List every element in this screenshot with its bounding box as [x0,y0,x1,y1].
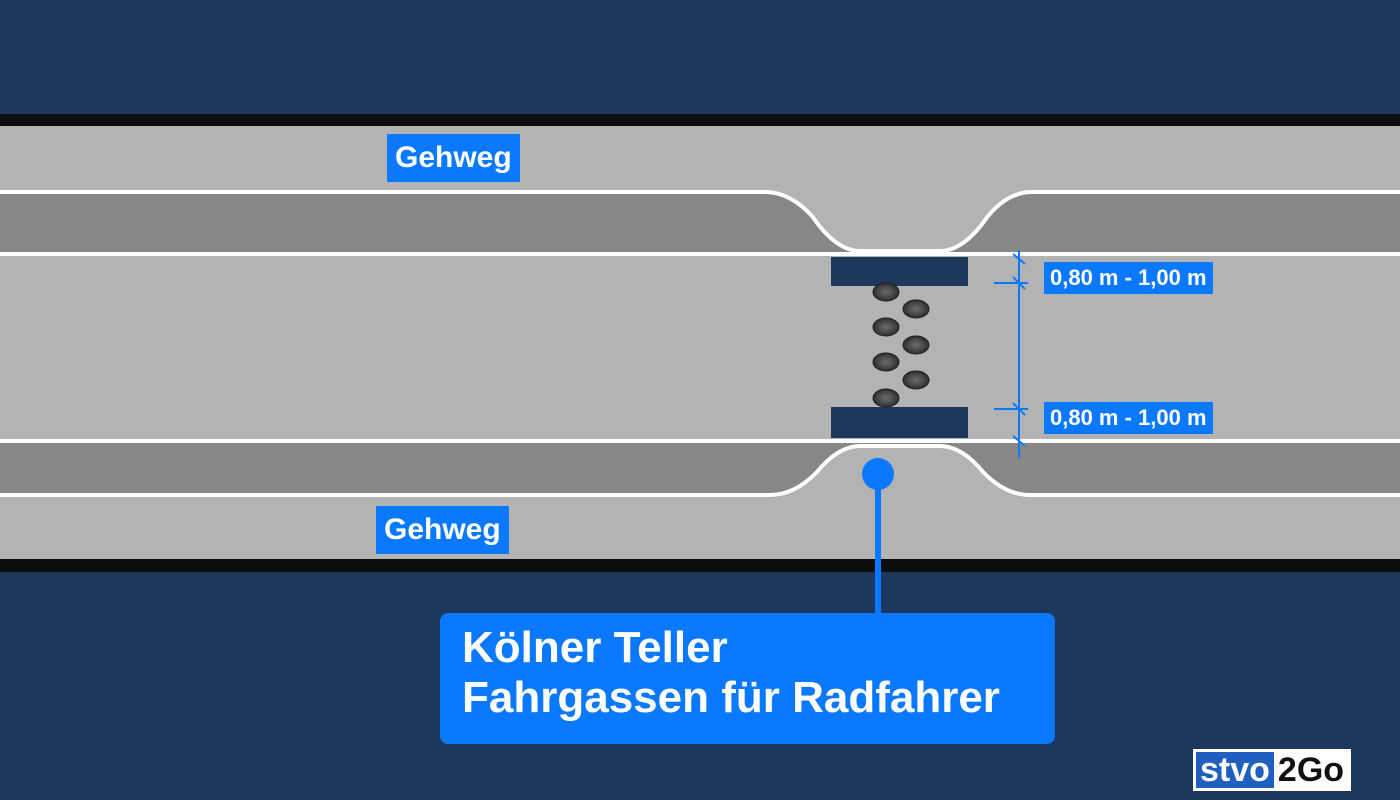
callout-title: Kölner Teller [462,623,728,672]
koelner-teller-icon [872,388,900,408]
koelner-teller-icon [872,282,900,302]
barrier-bottom [831,407,968,438]
koelner-teller-icon [872,352,900,372]
side-strip-bottom [0,442,1400,495]
curb-top [0,114,1400,126]
side-strip-bottom-border [0,444,1400,497]
logo-part-2go: 2Go [1273,752,1349,788]
koelner-teller-icon [902,299,930,319]
callout-pointer-dot [862,458,894,490]
brand-logo: stvo 2Go [1193,749,1352,791]
sidewalk-label-top: Gehweg [387,134,520,182]
dimension-lines [994,250,1028,458]
side-strip-top [0,192,1400,252]
sidewalk-label-bottom: Gehweg [376,506,509,554]
koelner-teller-icon [872,317,900,337]
logo-part-stvo: stvo [1196,752,1274,788]
curb-bottom [0,559,1400,572]
callout-subtitle: Fahrgassen für Radfahrer [462,673,1000,722]
dimension-label-top: 0,80 m - 1,00 m [1044,262,1213,294]
koelner-teller-group [872,282,930,408]
barrier-top [831,257,968,286]
side-strip-top-border [0,190,1400,253]
koelner-teller-icon [902,370,930,390]
dimension-label-bottom: 0,80 m - 1,00 m [1044,402,1213,434]
callout-box: Kölner Teller Fahrgassen für Radfahrer [440,613,1055,744]
koelner-teller-icon [902,335,930,355]
